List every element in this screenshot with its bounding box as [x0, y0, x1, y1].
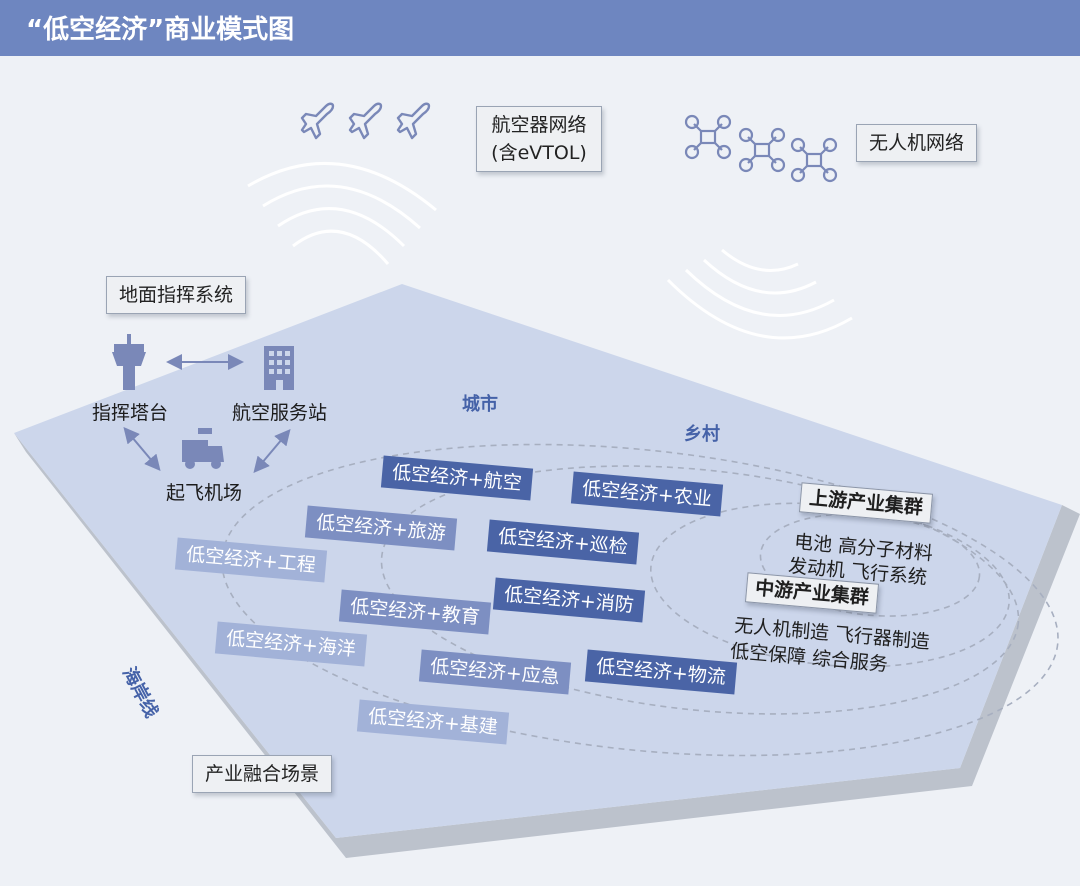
drone-signal-icon: [666, 248, 853, 340]
airport-vehicle-icon: [182, 428, 224, 469]
station-label: 航空服务站: [232, 402, 328, 424]
aircraft-network-sublabel: (含eVTOL): [491, 142, 587, 164]
aircraft-network-callout: 航空器网络 (含eVTOL): [476, 106, 602, 172]
industry-scenes-callout: 产业融合场景: [192, 755, 333, 793]
airport-label: 起飞机场: [166, 482, 243, 504]
drone-network-callout: 无人机网络: [856, 124, 978, 162]
village-label: 乡村: [684, 424, 720, 445]
ground-command-callout: 地面指挥系统: [106, 276, 247, 314]
service-station-building-icon: [264, 346, 294, 390]
tower-label: 指挥塔台: [92, 402, 169, 424]
header-bar: “低空经济”商业模式图: [0, 0, 1080, 56]
ground-plane: [14, 284, 1062, 838]
airplane-icon: [348, 102, 383, 140]
drone-icon: [738, 127, 786, 173]
aircraft-signal-icon: [247, 161, 437, 265]
airplane-icon: [300, 102, 335, 140]
ground-network-arrows: [123, 354, 291, 474]
page-title: “低空经济”商业模式图: [26, 15, 295, 45]
drone-icon: [790, 137, 838, 183]
airplane-icon: [396, 102, 431, 140]
aircraft-network-label: 航空器网络: [491, 114, 587, 136]
city-label: 城市: [462, 394, 498, 415]
drone-icon: [684, 114, 732, 160]
control-tower-icon: [112, 334, 146, 390]
